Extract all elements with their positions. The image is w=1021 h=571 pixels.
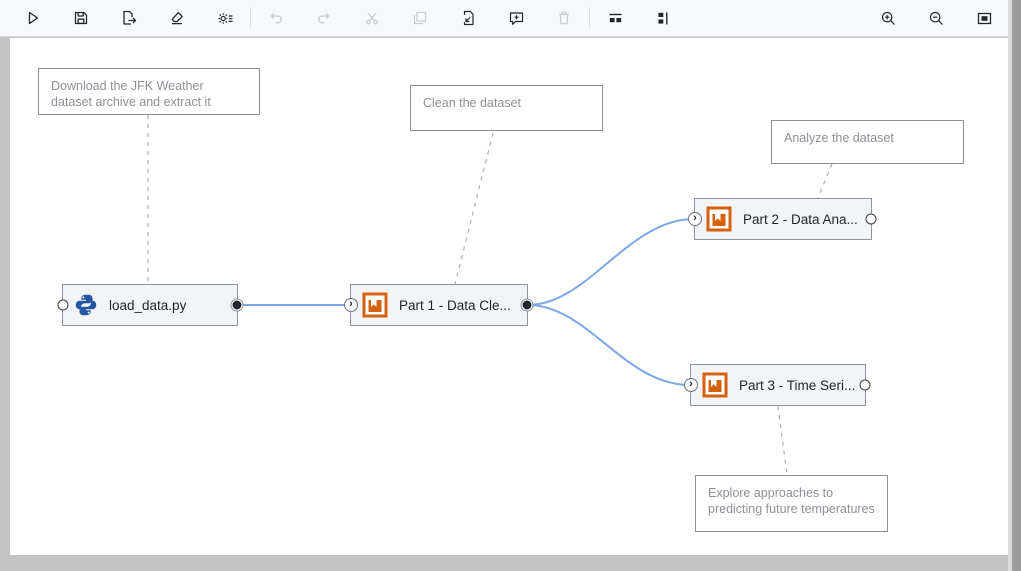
- redo-icon: [318, 13, 330, 24]
- toolbar-divider: [250, 7, 251, 29]
- arrange-vertically-button[interactable]: [639, 0, 687, 36]
- zoom-out-icon: [929, 11, 943, 25]
- gear-list-icon: [218, 12, 232, 24]
- comment-link-c3-part2: [817, 163, 833, 199]
- input-port[interactable]: ›: [688, 212, 702, 226]
- notebook-icon: [362, 292, 388, 318]
- window-scrollbar[interactable]: [1008, 0, 1021, 571]
- node-part3[interactable]: Part 3 - Time Seri... ›: [684, 364, 871, 406]
- node-label: Part 2 - Data Ana...: [743, 211, 858, 227]
- output-port[interactable]: [521, 299, 533, 311]
- arrange-horizontal-icon: [609, 13, 621, 22]
- input-port[interactable]: ›: [344, 298, 358, 312]
- export-icon: [123, 10, 137, 25]
- save-button[interactable]: [57, 0, 105, 36]
- copy-icon: [413, 11, 427, 25]
- copy-button[interactable]: [396, 0, 444, 36]
- node-label: load_data.py: [109, 297, 187, 313]
- save-icon: [74, 11, 88, 25]
- arrange-horizontally-button[interactable]: [591, 0, 639, 36]
- node-load-data[interactable]: load_data.py: [57, 284, 243, 326]
- output-port[interactable]: [865, 213, 877, 225]
- input-port[interactable]: [57, 299, 69, 311]
- paste-button[interactable]: [444, 0, 492, 36]
- cut-button[interactable]: [348, 0, 396, 36]
- export-button[interactable]: [105, 0, 153, 36]
- node-label: Part 3 - Time Seri...: [739, 377, 856, 393]
- arrange-vertical-icon: [658, 12, 667, 24]
- clear-button[interactable]: [153, 0, 201, 36]
- comment-link-part3-c4: [777, 405, 788, 476]
- node-part2[interactable]: Part 2 - Data Ana... ›: [688, 198, 877, 240]
- comment-link-c2-part1: [454, 132, 494, 285]
- toolbar: [0, 0, 1008, 37]
- eraser-icon: [171, 11, 183, 25]
- undo-button[interactable]: [252, 0, 300, 36]
- trash-icon: [558, 11, 570, 25]
- input-port[interactable]: ›: [684, 378, 698, 392]
- redo-button[interactable]: [300, 0, 348, 36]
- scissors-icon: [365, 12, 379, 25]
- comment-text: Clean the dataset: [423, 96, 521, 110]
- undo-icon: [270, 13, 282, 24]
- edge-part1-to-part2[interactable]: [527, 218, 695, 306]
- run-button[interactable]: [9, 0, 57, 36]
- fit-to-view-button[interactable]: [960, 0, 1008, 36]
- comment-clean-dataset[interactable]: Clean the dataset: [410, 85, 603, 131]
- pipeline-canvas[interactable]: Download the JFK Weather dataset archive…: [10, 38, 1008, 555]
- fit-to-view-icon: [977, 12, 991, 24]
- zoom-in-icon: [881, 11, 895, 25]
- comment-text: Analyze the dataset: [784, 131, 894, 145]
- output-port[interactable]: [231, 299, 243, 311]
- comment-text: Download the JFK Weather dataset archive…: [51, 79, 211, 109]
- delete-button[interactable]: [540, 0, 588, 36]
- python-icon: [75, 294, 97, 316]
- play-icon: [28, 11, 39, 25]
- toolbar-divider: [589, 7, 590, 29]
- comment-explore-approaches[interactable]: Explore approaches to predicting future …: [695, 475, 888, 532]
- edge-part1-to-part3[interactable]: [527, 304, 691, 386]
- zoom-in-button[interactable]: [864, 0, 912, 36]
- paste-icon: [463, 10, 474, 26]
- zoom-out-button[interactable]: [912, 0, 960, 36]
- comment-plus-icon: [509, 11, 523, 25]
- comment-text: Explore approaches to predicting future …: [708, 486, 875, 516]
- output-port[interactable]: [859, 379, 871, 391]
- add-comment-button[interactable]: [492, 0, 540, 36]
- node-part1[interactable]: Part 1 - Data Cle... ›: [344, 284, 533, 326]
- edge-layer: [147, 115, 833, 476]
- comment-analyze-dataset[interactable]: Analyze the dataset: [771, 120, 964, 164]
- comment-download-dataset[interactable]: Download the JFK Weather dataset archive…: [38, 68, 260, 115]
- notebook-icon: [706, 206, 732, 232]
- node-label: Part 1 - Data Cle...: [399, 297, 511, 313]
- pipeline-properties-button[interactable]: [201, 0, 249, 36]
- notebook-icon: [702, 372, 728, 398]
